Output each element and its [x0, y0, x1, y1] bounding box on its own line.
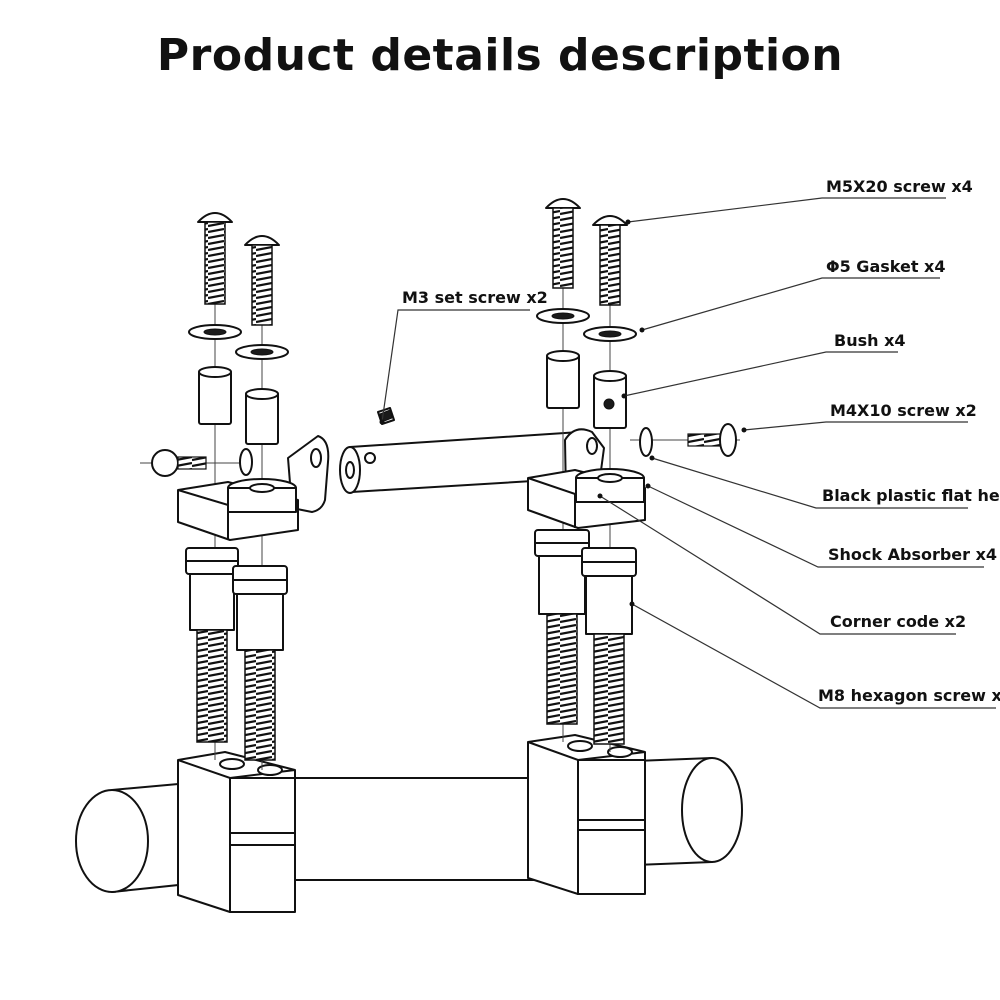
label-m5x20-screw: M5X20 screw x4	[826, 177, 973, 196]
label-m4x10-screw: M4X10 screw x2	[830, 401, 977, 420]
label-m3-set-screw: M3 set screw x2	[402, 288, 548, 307]
part-labels: M5X20 screw x4 Φ5 Gasket x4 Bush x4 M4X1…	[402, 177, 1000, 705]
label-bush: Bush x4	[834, 331, 906, 350]
page-title: Product details description	[156, 30, 844, 81]
left-riser-stack	[140, 212, 330, 770]
right-riser-stack	[527, 198, 740, 752]
label-m8-hexagon-screw: M8 hexagon screw x4	[818, 686, 1000, 705]
label-gasket: Φ5 Gasket x4	[826, 257, 946, 276]
leader-lines	[379, 197, 996, 709]
label-black-plastic: Black plastic flat heat	[822, 486, 1000, 505]
handlebar-tube-assembly	[75, 734, 743, 913]
label-shock-absorber: Shock Absorber x4	[828, 545, 997, 564]
label-corner-code: Corner code x2	[830, 612, 966, 631]
